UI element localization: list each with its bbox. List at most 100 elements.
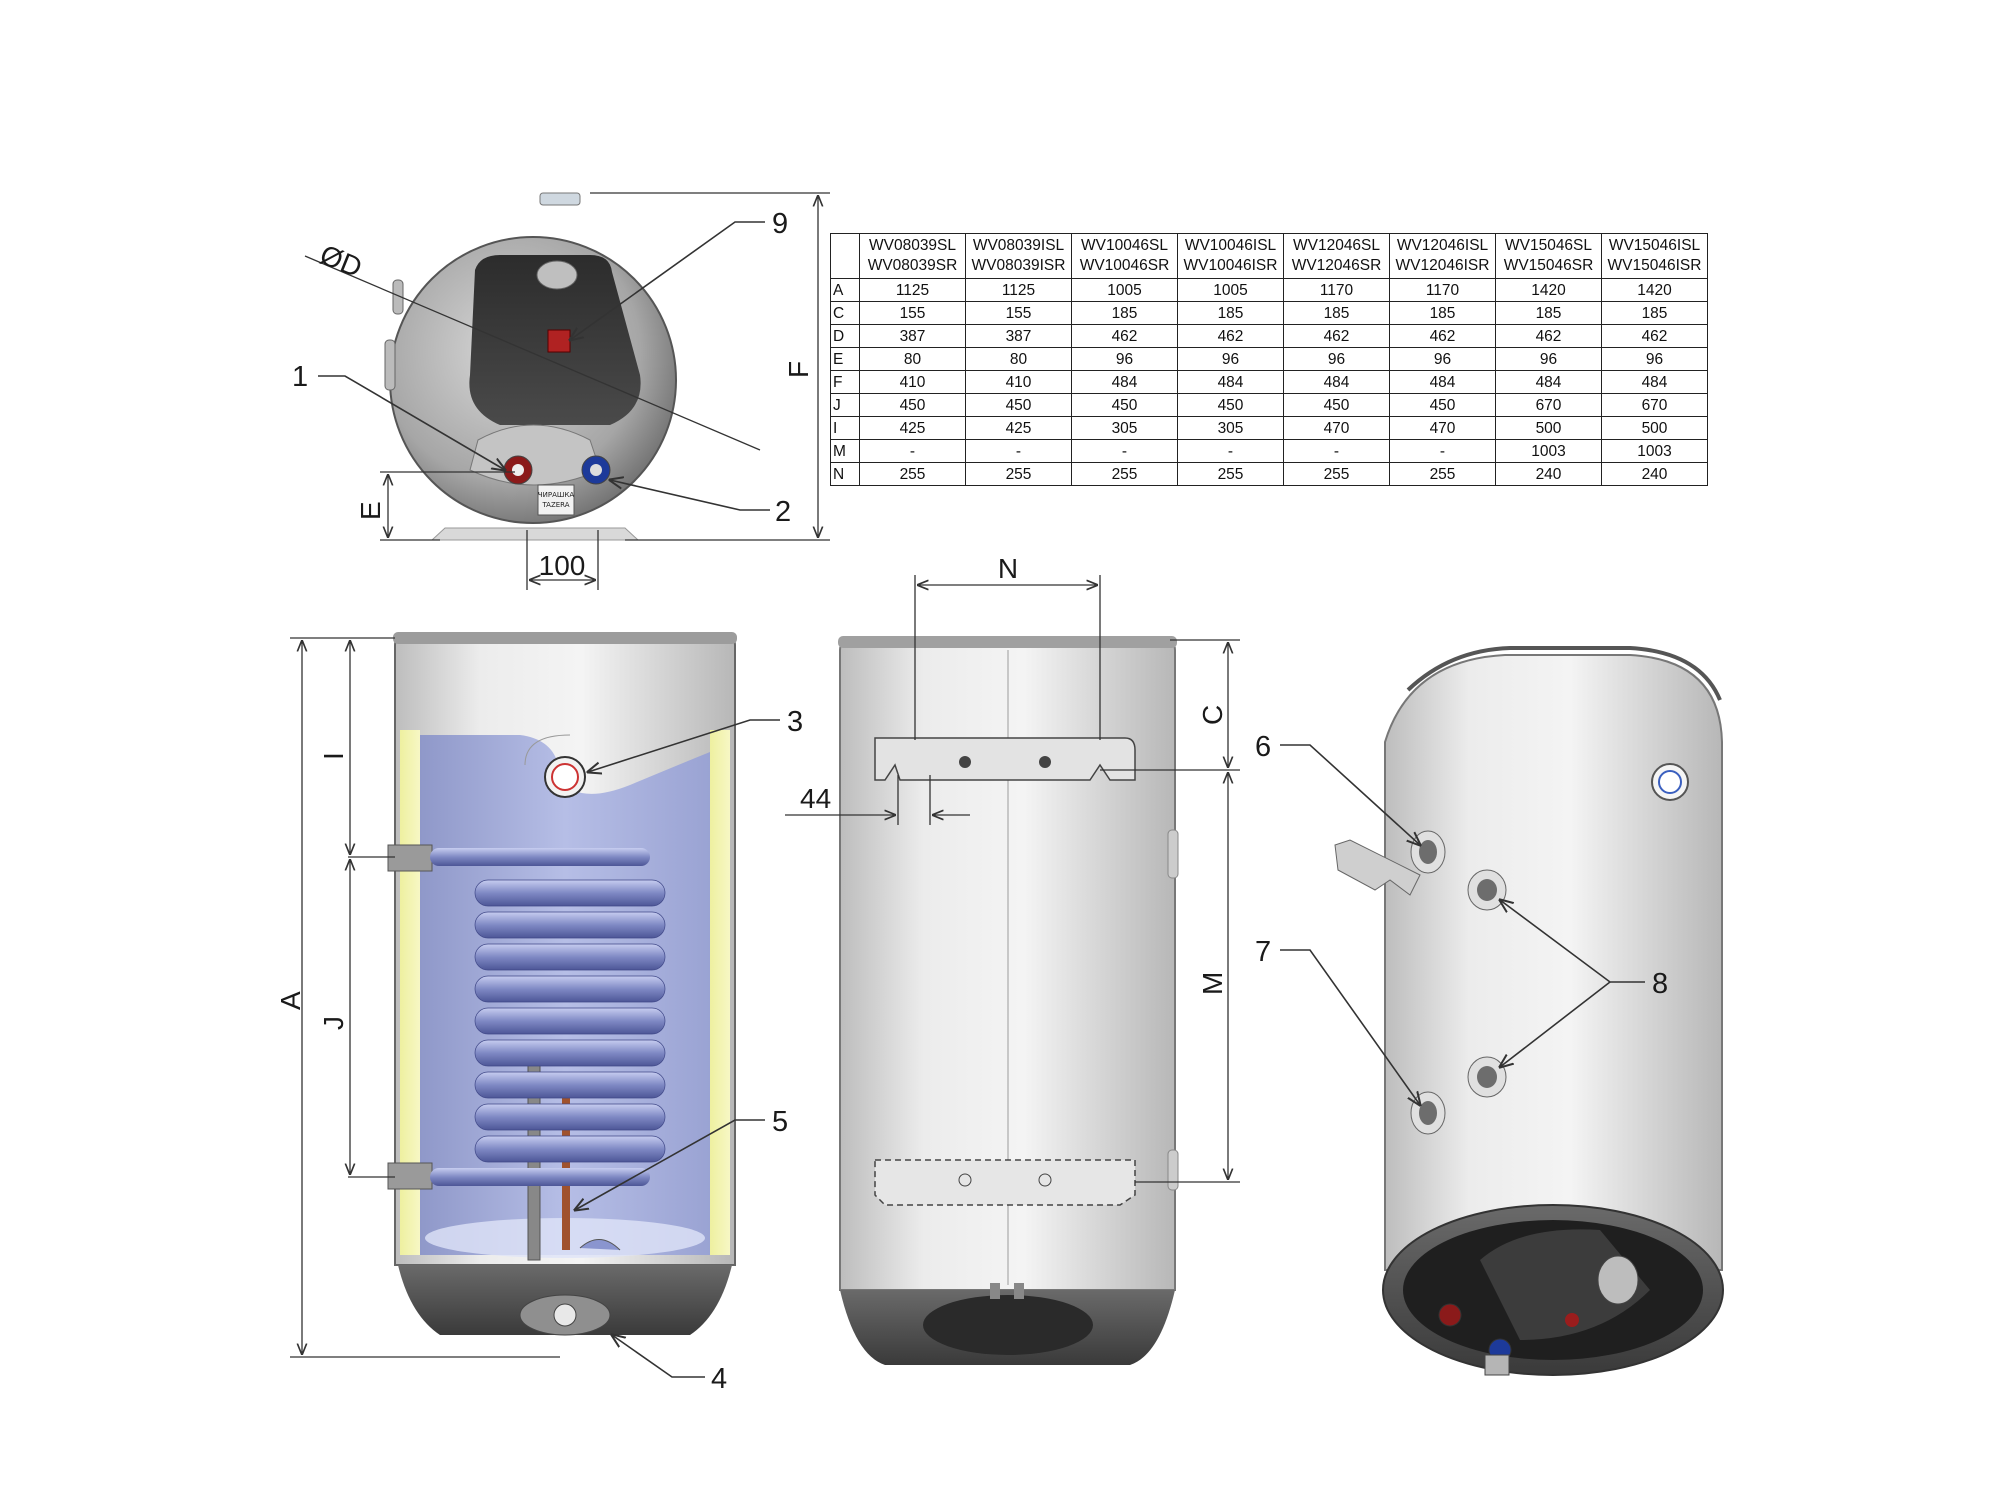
table-cell: 484 [1071, 370, 1178, 394]
table-cell: - [1283, 439, 1390, 463]
top-view: ЧИРАШКА TAZERA ØD F E 100 1 2 9 [292, 192, 830, 590]
table-cell: 500 [1601, 416, 1708, 440]
callout-1: 1 [292, 361, 308, 393]
row-label: E [830, 347, 860, 371]
table-cell: 670 [1495, 393, 1602, 417]
dim-44: 44 [800, 783, 831, 814]
dim-I: I [318, 752, 349, 760]
dim-A: A [275, 991, 306, 1010]
side-view: 6 7 8 [1255, 646, 1724, 1376]
row-label: F [830, 370, 860, 394]
table-cell: 484 [1495, 370, 1602, 394]
table-cell: 155 [859, 301, 966, 325]
table-cell: 462 [1495, 324, 1602, 348]
table-cell: 1005 [1177, 278, 1284, 302]
callout-9: 9 [772, 208, 788, 240]
table-cell: 185 [1071, 301, 1178, 325]
row-label: N [830, 462, 860, 486]
table-cell: 1125 [965, 278, 1072, 302]
dim-F: F [783, 361, 814, 378]
badge-line-2: TAZERA [541, 501, 569, 509]
callout-8: 8 [1652, 968, 1668, 1000]
callout-4: 4 [711, 1363, 727, 1395]
table-cell: 1003 [1495, 439, 1602, 463]
table-cell: 305 [1071, 416, 1178, 440]
row-label: M [830, 439, 860, 463]
back-view: N 44 C M [785, 553, 1240, 1365]
table-cell: 484 [1389, 370, 1496, 394]
table-cell: 185 [1389, 301, 1496, 325]
callout-2: 2 [775, 496, 791, 528]
table-cell: 305 [1177, 416, 1284, 440]
table-cell: 1005 [1071, 278, 1178, 302]
table-cell: 470 [1389, 416, 1496, 440]
dim-C: C [1197, 705, 1228, 725]
table-cell: 255 [965, 462, 1072, 486]
table-cell: - [1389, 439, 1496, 463]
table-cell: 450 [1177, 393, 1284, 417]
table-cell: 80 [859, 347, 966, 371]
table-cell: 1170 [1283, 278, 1390, 302]
badge-line-1: ЧИРАШКА [538, 491, 575, 499]
table-cell: 1420 [1495, 278, 1602, 302]
table-cell: 1125 [859, 278, 966, 302]
table-cell: 462 [1601, 324, 1708, 348]
table-cell: 450 [965, 393, 1072, 417]
row-label: C [830, 301, 860, 325]
callout-3: 3 [787, 706, 803, 738]
heat-exchanger-coil [387, 844, 666, 1190]
callout-6: 6 [1255, 731, 1271, 763]
table-cell: 425 [965, 416, 1072, 440]
table-cell: 240 [1601, 462, 1708, 486]
row-label: D [830, 324, 860, 348]
dim-N: N [998, 553, 1018, 584]
dim-E: E [355, 501, 386, 520]
dim-diameter: ØD [316, 239, 367, 283]
table-cell: - [1071, 439, 1178, 463]
table-cell: 80 [965, 347, 1072, 371]
port-8-lower [1467, 1056, 1507, 1098]
table-cell: 96 [1283, 347, 1390, 371]
dim-M: M [1197, 972, 1228, 995]
table-cell: 410 [859, 370, 966, 394]
table-cell: 240 [1495, 462, 1602, 486]
callout-7: 7 [1255, 936, 1271, 968]
table-cell: 450 [1283, 393, 1390, 417]
table-cell: 96 [1601, 347, 1708, 371]
row-label: J [830, 393, 860, 417]
table-cell: 387 [859, 324, 966, 348]
table-cell: - [965, 439, 1072, 463]
table-cell: 255 [1071, 462, 1178, 486]
table-cell: 255 [1283, 462, 1390, 486]
table-cell: 1170 [1389, 278, 1496, 302]
table-cell: 185 [1495, 301, 1602, 325]
table-cell: 185 [1177, 301, 1284, 325]
table-cell: 462 [1071, 324, 1178, 348]
table-cell: 255 [859, 462, 966, 486]
table-cell: 462 [1389, 324, 1496, 348]
table-cell: 470 [1283, 416, 1390, 440]
table-cell: - [1177, 439, 1284, 463]
diameter-line [304, 255, 761, 451]
table-cell: 484 [1177, 370, 1284, 394]
table-cell: 96 [1495, 347, 1602, 371]
table-cell: 96 [1071, 347, 1178, 371]
row-label: I [830, 416, 860, 440]
table-cell: 670 [1601, 393, 1708, 417]
table-cell: 255 [1177, 462, 1284, 486]
